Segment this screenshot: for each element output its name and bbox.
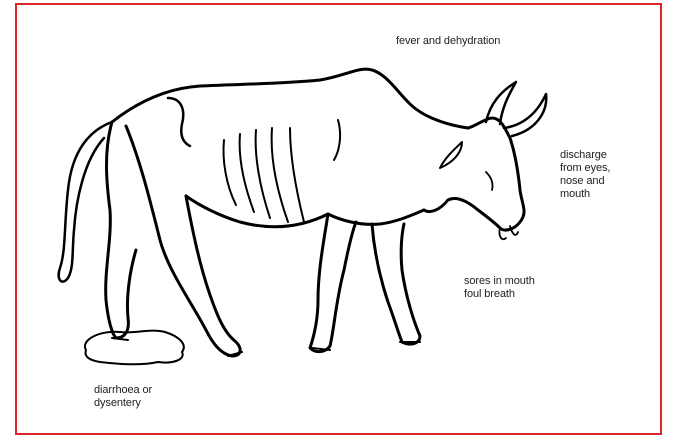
cow-eye bbox=[440, 142, 462, 168]
cow-head bbox=[424, 118, 524, 230]
tail bbox=[59, 122, 112, 282]
horn-right bbox=[504, 94, 546, 136]
hip-mark bbox=[168, 98, 190, 146]
nose-detail bbox=[486, 172, 493, 190]
hind-leg-left bbox=[106, 122, 136, 338]
cow-belly bbox=[186, 196, 424, 227]
label-diarrhoea: diarrhoea or dysentery bbox=[94, 384, 152, 410]
cow-back bbox=[112, 69, 468, 128]
rib-lines bbox=[224, 120, 341, 222]
puddle bbox=[85, 331, 184, 365]
label-fever-dehydration: fever and dehydration bbox=[396, 35, 500, 48]
hoof-marks bbox=[112, 338, 420, 356]
fore-leg-left bbox=[310, 214, 356, 352]
fore-leg-right bbox=[372, 224, 420, 344]
label-discharge: discharge from eyes, nose and mouth bbox=[560, 149, 610, 201]
label-sores-mouth: sores in mouth foul breath bbox=[464, 275, 535, 301]
